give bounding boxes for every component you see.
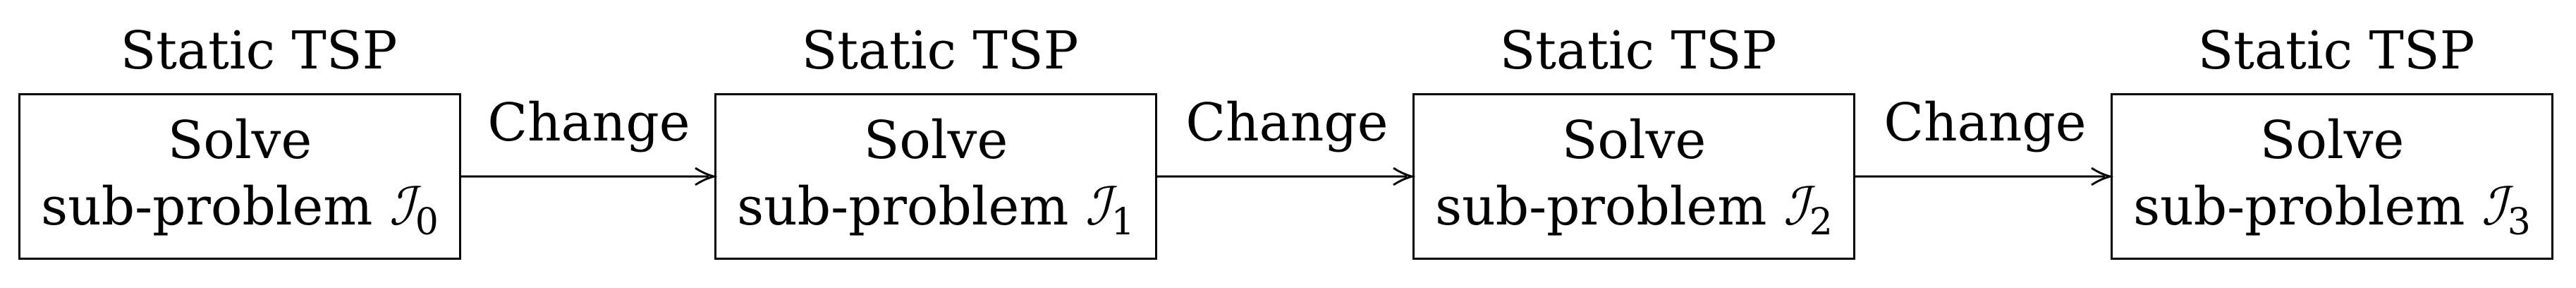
instance-index: 2: [1809, 201, 1833, 244]
stage-title-0: Static TSP: [120, 20, 398, 81]
stage-box-line1: Solve: [167, 110, 312, 171]
instance-symbol: ℐ: [389, 176, 414, 237]
stage-box-text: sub-problem: [1435, 176, 1783, 237]
stage-title-2: Static TSP: [1499, 20, 1777, 81]
edge-label-2: Change: [1884, 92, 2087, 153]
stage-box-line1: Solve: [863, 110, 1008, 171]
arrow-0: [461, 167, 718, 186]
edge-label-0: Change: [487, 92, 690, 153]
stage-box-line2: sub-problem ℐ0: [41, 174, 439, 246]
stage-title-1: Static TSP: [801, 20, 1079, 81]
arrow-2: [1855, 167, 2114, 186]
stage-title-3: Static TSP: [2197, 20, 2475, 81]
stage-box-line1: Solve: [1561, 110, 1707, 171]
stage-box-line2: sub-problem ℐ3: [2133, 174, 2531, 246]
stage-box-0: Solve sub-problem ℐ0: [18, 93, 461, 260]
stage-box-1: Solve sub-problem ℐ1: [714, 93, 1157, 260]
stage-box-text: sub-problem: [2133, 176, 2482, 237]
instance-symbol: ℐ: [1783, 176, 1808, 237]
stage-box-line2: sub-problem ℐ2: [1435, 174, 1833, 246]
instance-symbol: ℐ: [2481, 176, 2506, 237]
instance-symbol: ℐ: [1085, 176, 1110, 237]
instance-index: 1: [1111, 201, 1135, 244]
stage-box-2: Solve sub-problem ℐ2: [1412, 93, 1855, 260]
stage-box-line2: sub-problem ℐ1: [737, 174, 1135, 246]
stage-box-3: Solve sub-problem ℐ3: [2111, 93, 2553, 260]
stage-box-text: sub-problem: [41, 176, 389, 237]
instance-index: 0: [415, 201, 439, 244]
instance-index: 3: [2507, 201, 2531, 244]
stage-box-line1: Solve: [2259, 110, 2405, 171]
stage-box-text: sub-problem: [737, 176, 1085, 237]
edge-label-1: Change: [1185, 92, 1388, 153]
arrow-1: [1157, 167, 1416, 186]
